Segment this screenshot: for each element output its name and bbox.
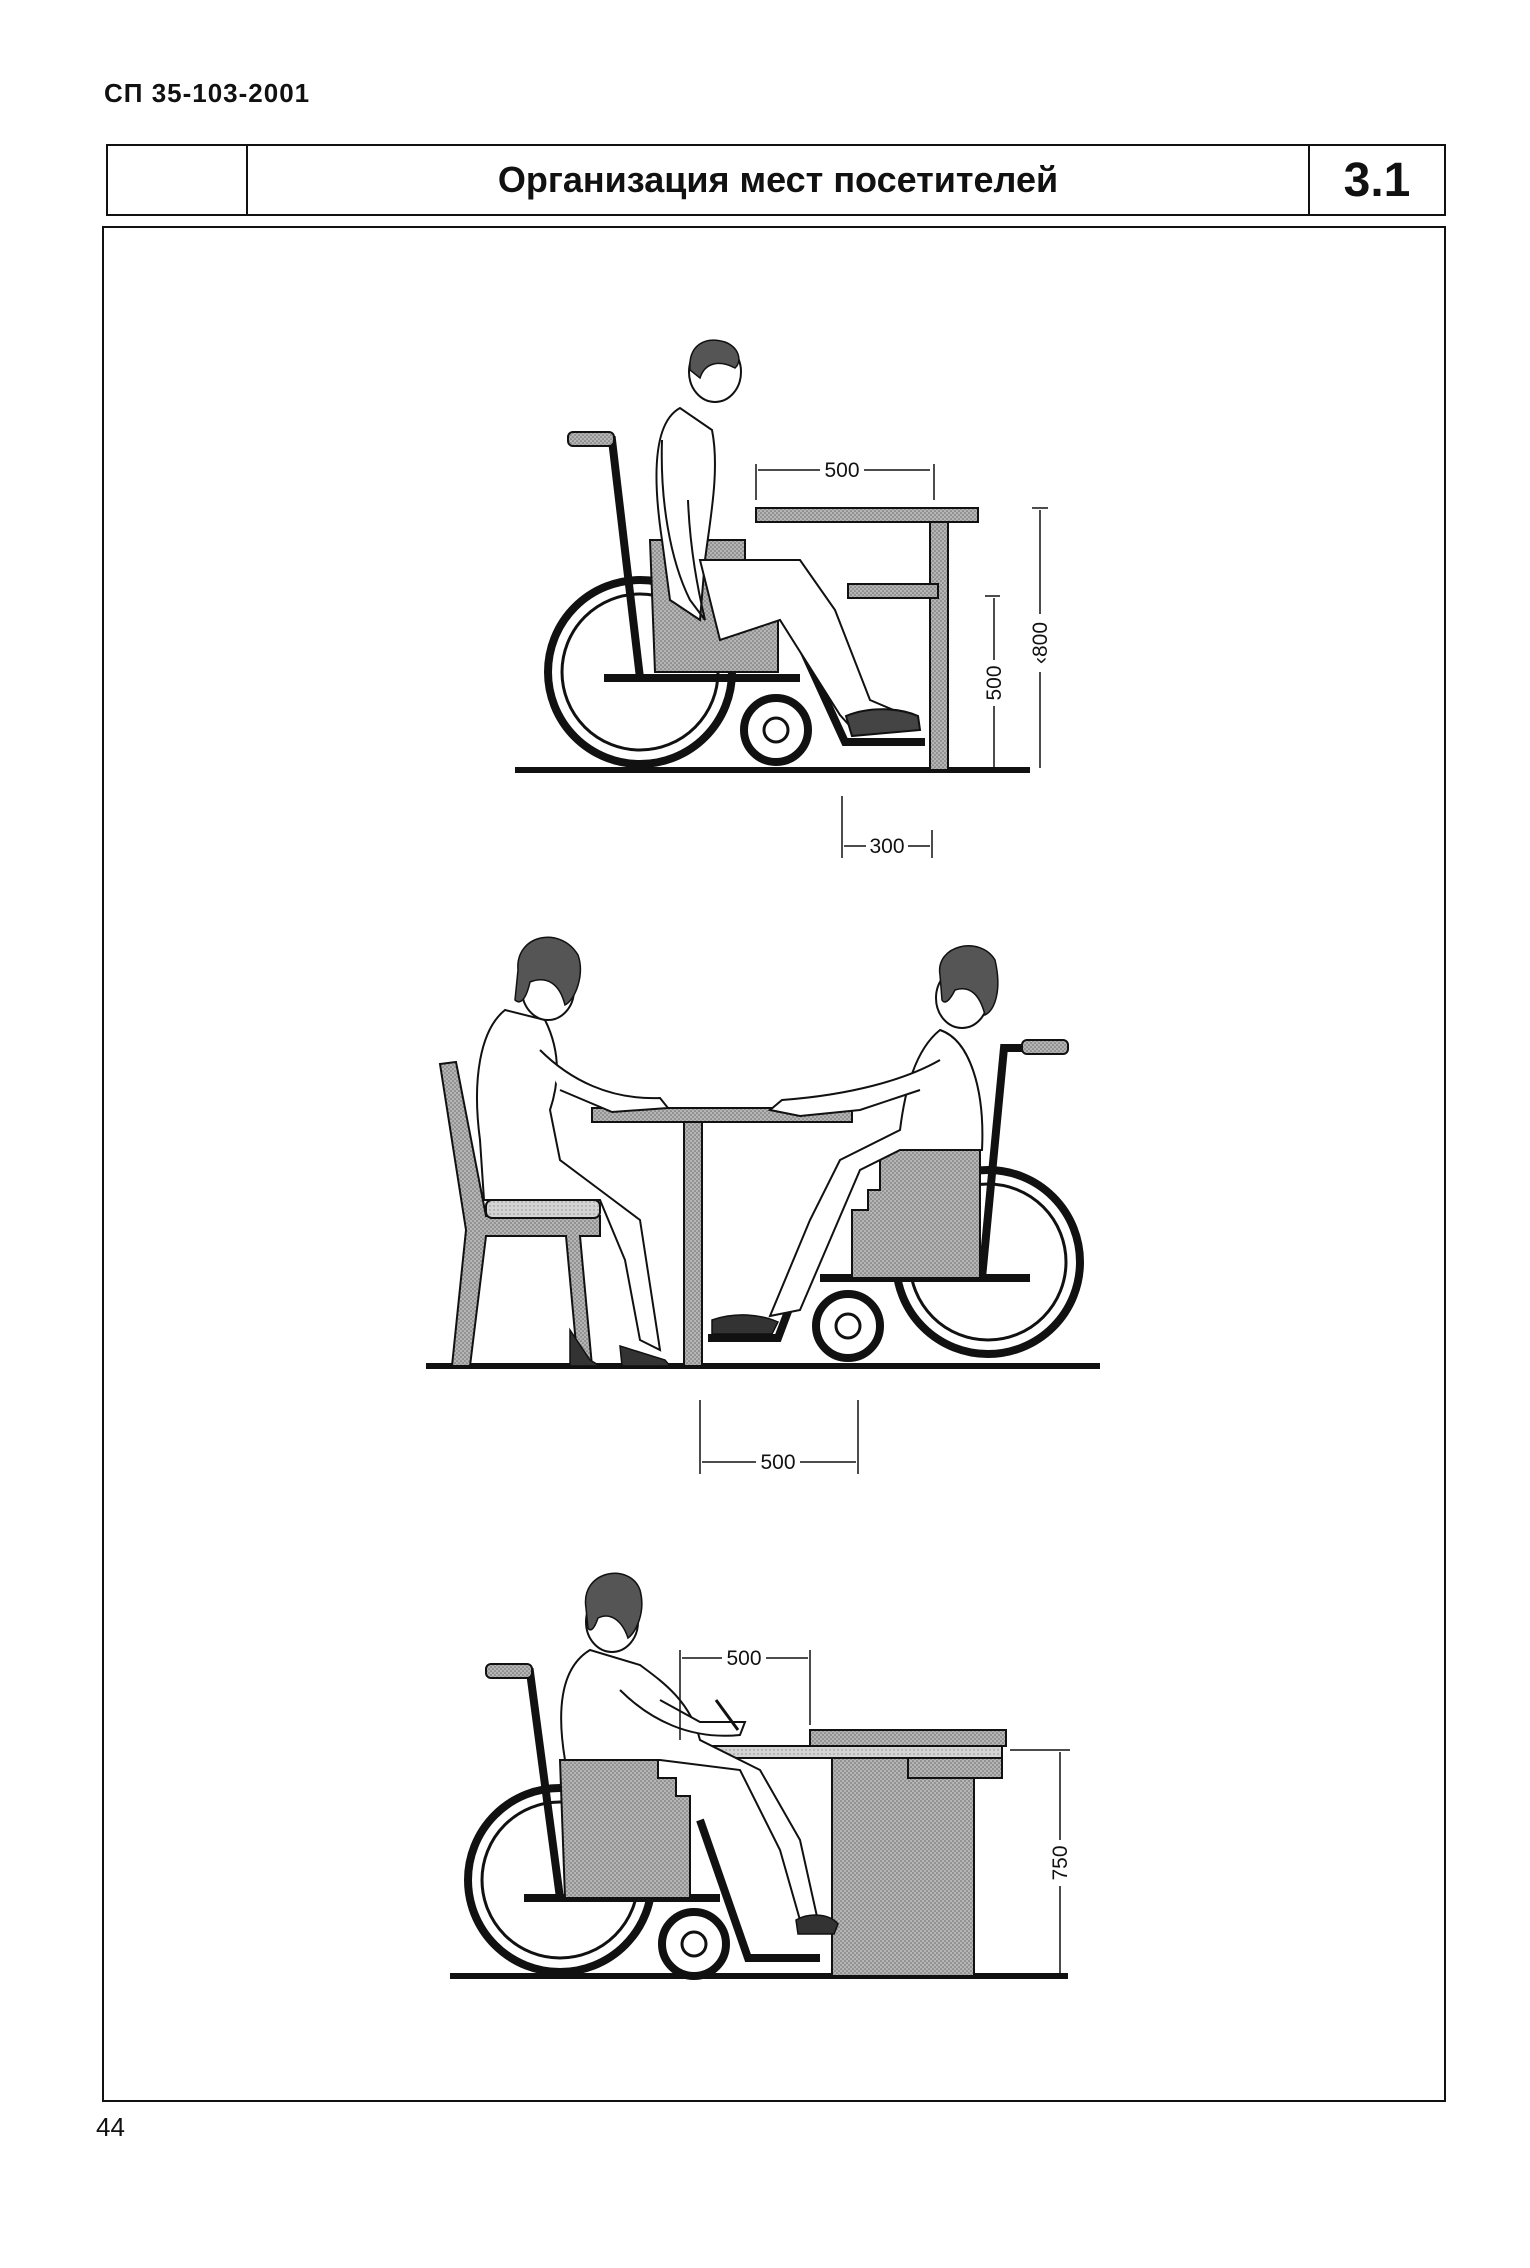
section-header: Организация мест посетителей 3.1 [106,144,1446,216]
seat-cushion [558,1759,691,1899]
wheelchair-woman-arm [767,1059,941,1118]
wheelchair-caster [658,1908,730,1980]
wheelchair-handle [567,431,615,447]
dim-desk-height: 750 [1049,1845,1072,1880]
dim-top-width: 500 [824,459,859,482]
table-leg [929,521,949,771]
figure-3-wheelchair-at-desk: 500 750 [450,1572,1072,1980]
desk-pedestal [831,1757,975,1977]
wheelchair-caster [740,694,812,766]
wheelchair-caster [812,1290,884,1362]
figure-1-wheelchair-man-at-table: 500 500 ‹800 300 [515,339,1052,858]
section-number: 3.1 [1308,146,1444,214]
dim-table-height: ‹800 [1029,622,1052,664]
writing-woman-arm [619,1689,747,1737]
seated-woman-body [476,1008,662,1352]
man-torso [655,406,716,622]
wheelchair-handle [1021,1039,1069,1055]
drawing-frame [102,226,1446,2102]
seated-woman-arm [539,1049,670,1114]
dim-shelf-height: 500 [983,665,1006,700]
table-leg [683,1121,703,1367]
man-shoe [844,708,922,738]
header-empty-cell [108,146,248,214]
pen-icon [714,1699,740,1731]
dim-knee-clearance: 500 [760,1451,795,1474]
seat-cushion [851,1147,981,1279]
page-number: 44 [96,2112,125,2142]
dim-knee-depth: 300 [869,835,904,858]
wheelchair-handle [485,1663,533,1679]
table-shelf [847,583,939,599]
figure-2-facing-table: 500 [426,936,1100,1474]
section-title: Организация мест посетителей [497,159,1059,200]
dim-reach-depth: 500 [726,1647,761,1670]
wheelchair-woman-body [768,1028,984,1318]
table-top [755,507,979,523]
desk-top [809,1729,1007,1747]
desk-drawer [907,1757,1003,1779]
document-code: СП 35-103-2001 [104,78,311,108]
chair-seat [485,1199,601,1219]
